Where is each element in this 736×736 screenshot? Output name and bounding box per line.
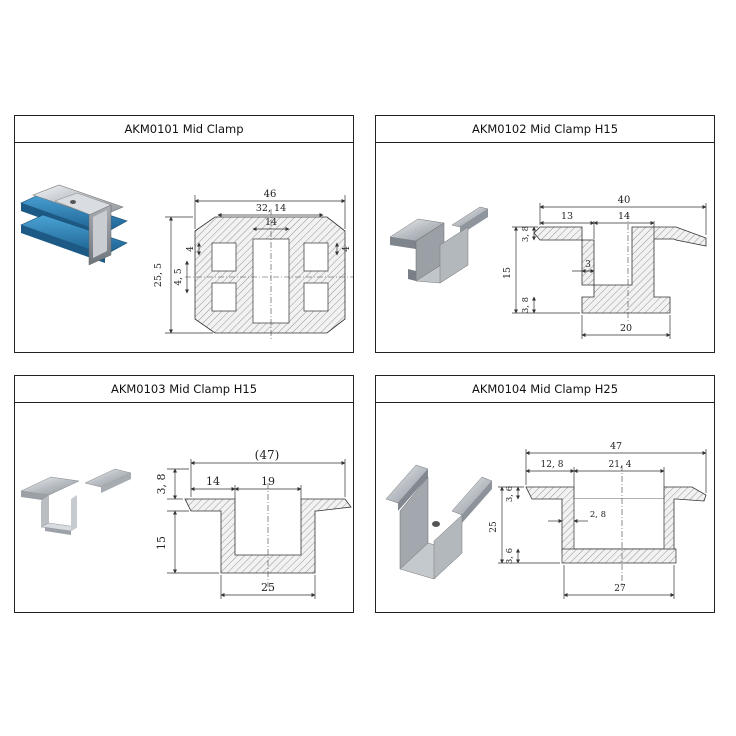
dim-wing-width: 13 <box>561 211 573 222</box>
dim-total-width: 47 <box>610 441 622 452</box>
panel-title: AKM0101 Mid Clamp <box>15 116 353 143</box>
product-render <box>20 184 128 266</box>
dim-total-height: 25, 5 <box>153 263 164 287</box>
dim-inner-width: 14 <box>265 217 277 228</box>
panel-title: AKM0103 Mid Clamp H15 <box>15 376 353 403</box>
product-render <box>20 468 132 535</box>
dim-mid-height: 4, 5 <box>174 268 184 285</box>
panel-akm0103: AKM0103 Mid Clamp H15 <box>14 375 354 613</box>
dim-total-height: 25 <box>489 521 499 533</box>
panel-title: AKM0102 Mid Clamp H15 <box>376 116 714 143</box>
dim-mid-width: 32, 14 <box>256 203 286 214</box>
dim-inner-width: 19 <box>261 475 275 488</box>
akm0104-figure: 47 12, 8 21, 4 2, 8 25 3, 6 3, 6 27 <box>385 441 707 599</box>
section-drawing <box>167 459 352 599</box>
section-drawing <box>512 203 707 339</box>
dim-wing-width: 14 <box>206 475 220 488</box>
dim-bottom-thickness: 3, 8 <box>521 297 531 313</box>
dim-gap: 2, 8 <box>590 510 606 520</box>
dim-total-width: 40 <box>618 195 631 206</box>
dim-bottom-thickness: 3, 6 <box>505 548 515 564</box>
akm0102-figure: 40 13 14 3 15 3, 8 3, 8 20 <box>389 195 707 339</box>
section-drawing <box>498 449 707 599</box>
dim-bottom-width: 27 <box>614 584 626 594</box>
panel-akm0104: AKM0104 Mid Clamp H25 <box>375 375 715 613</box>
dim-wing-width: 12, 8 <box>541 460 564 470</box>
dim-total-height: 15 <box>502 267 513 279</box>
dim-total-width: 46 <box>264 189 277 200</box>
product-render <box>385 464 493 580</box>
panel-akm0101: AKM0101 Mid Clamp <box>14 115 354 353</box>
panel-title: AKM0104 Mid Clamp H25 <box>376 376 714 403</box>
product-render <box>389 206 489 284</box>
dim-top-thickness: 3, 6 <box>505 486 515 502</box>
dim-top-thickness: 3, 8 <box>521 226 531 242</box>
dim-inner-width: 21, 4 <box>609 460 632 470</box>
dim-total-height: 15 <box>155 536 168 550</box>
dim-right-height: 4 <box>342 246 352 252</box>
dim-total-width: (47) <box>255 448 280 462</box>
akm0101-figure: 46 32, 14 14 25, 5 4, 5 4 4 <box>20 184 353 339</box>
panel-akm0102: AKM0102 Mid Clamp H15 <box>375 115 715 353</box>
dim-bottom-width: 20 <box>620 323 632 334</box>
dim-gap: 3 <box>585 260 591 270</box>
dim-top-thickness: 3, 8 <box>155 474 168 495</box>
dim-inner-width: 14 <box>618 211 630 222</box>
akm0103-figure: (47) 14 19 3, 8 15 25 <box>20 448 352 599</box>
dim-left-height: 4 <box>186 246 196 252</box>
section-drawing <box>165 195 353 339</box>
dim-bottom-width: 25 <box>261 581 275 594</box>
